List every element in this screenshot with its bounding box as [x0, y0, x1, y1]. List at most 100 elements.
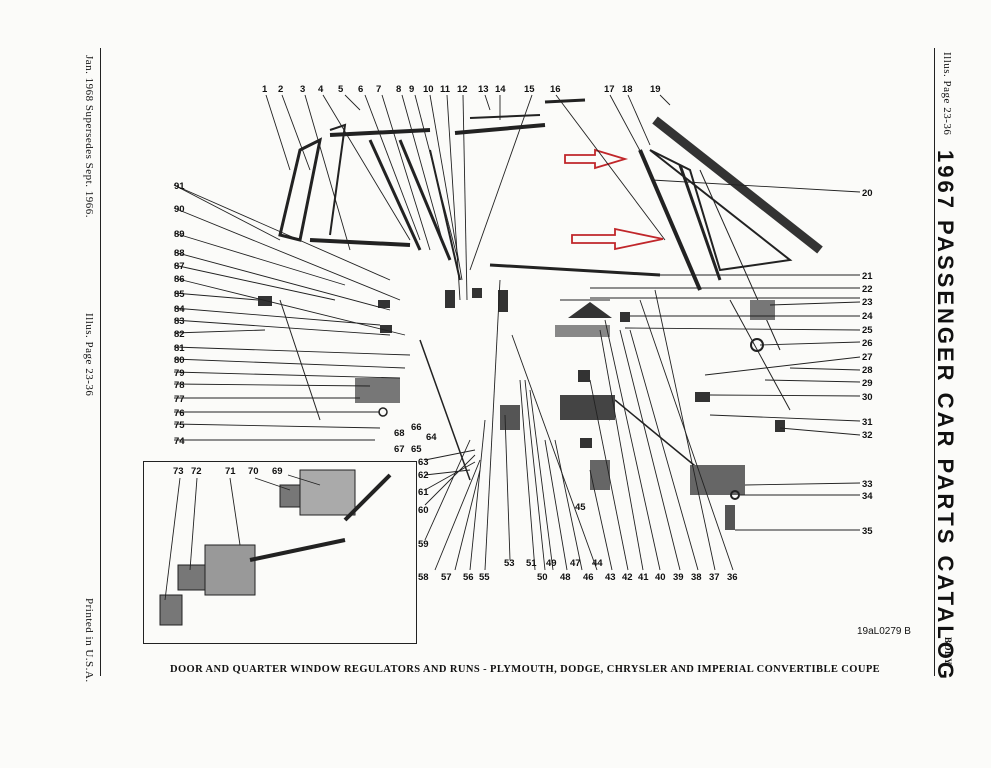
svg-text:17: 17	[604, 84, 615, 95]
svg-text:83: 83	[174, 316, 185, 327]
svg-text:19: 19	[650, 84, 661, 95]
svg-text:76: 76	[174, 408, 185, 419]
svg-text:44: 44	[592, 558, 603, 569]
svg-text:88: 88	[174, 248, 185, 259]
svg-text:80: 80	[174, 355, 185, 366]
svg-text:12: 12	[457, 84, 468, 95]
svg-text:81: 81	[174, 343, 185, 354]
svg-text:22: 22	[862, 284, 873, 295]
svg-text:51: 51	[526, 558, 537, 569]
svg-text:49: 49	[546, 558, 557, 569]
svg-text:37: 37	[709, 572, 720, 583]
svg-text:72: 72	[191, 466, 202, 477]
svg-text:36: 36	[727, 572, 738, 583]
svg-text:82: 82	[174, 329, 185, 340]
svg-text:62: 62	[418, 470, 429, 481]
svg-text:71: 71	[225, 466, 236, 477]
svg-text:10: 10	[423, 84, 434, 95]
svg-text:11: 11	[440, 84, 451, 95]
svg-text:78: 78	[174, 380, 185, 391]
door-glass-run-part	[278, 137, 323, 242]
svg-text:50: 50	[537, 572, 548, 583]
svg-text:20: 20	[862, 188, 873, 199]
svg-text:89: 89	[174, 229, 185, 240]
right-margin-rule	[934, 48, 935, 676]
red-arrow-icon	[564, 148, 664, 251]
svg-text:13: 13	[478, 84, 489, 95]
svg-text:3: 3	[300, 84, 305, 95]
svg-text:70: 70	[248, 466, 259, 477]
svg-text:53: 53	[504, 558, 515, 569]
regulator-plate-part	[560, 395, 615, 420]
svg-text:29: 29	[862, 378, 873, 389]
left-margin-rule	[100, 48, 101, 676]
figure-caption: DOOR AND QUARTER WINDOW REGULATORS AND R…	[170, 664, 881, 675]
svg-text:86: 86	[174, 274, 185, 285]
callout-number: 1	[262, 84, 268, 95]
callout-numbers: 1 2 3 4 5 6 7 8 9 10 11 12 13 14 15 16 1…	[173, 84, 873, 583]
drawing-id-label: 19aL0279 B	[857, 626, 911, 637]
svg-text:55: 55	[479, 572, 490, 583]
svg-text:69: 69	[272, 466, 283, 477]
quarter-window-frame-part	[649, 149, 793, 272]
svg-text:91: 91	[174, 181, 185, 192]
svg-text:66: 66	[411, 422, 422, 433]
svg-text:48: 48	[560, 572, 571, 583]
svg-text:42: 42	[622, 572, 633, 583]
svg-text:27: 27	[862, 352, 873, 363]
svg-text:25: 25	[862, 325, 873, 336]
svg-text:35: 35	[862, 526, 873, 537]
svg-text:57: 57	[441, 572, 452, 583]
svg-text:26: 26	[862, 338, 873, 349]
svg-text:38: 38	[691, 572, 702, 583]
svg-text:46: 46	[583, 572, 594, 583]
svg-text:9: 9	[409, 84, 414, 95]
svg-text:79: 79	[174, 368, 185, 379]
svg-text:23: 23	[862, 297, 873, 308]
svg-text:47: 47	[570, 558, 581, 569]
svg-text:68: 68	[394, 428, 405, 439]
small-bracket-part	[258, 296, 272, 306]
svg-text:87: 87	[174, 261, 185, 272]
svg-text:7: 7	[376, 84, 381, 95]
svg-text:67: 67	[394, 444, 405, 455]
svg-text:74: 74	[174, 436, 185, 447]
inset-motor-part	[159, 594, 183, 626]
svg-text:33: 33	[862, 479, 873, 490]
inset-power-regulator-box	[143, 461, 417, 644]
svg-text:8: 8	[396, 84, 401, 95]
svg-text:6: 6	[358, 84, 363, 95]
svg-text:28: 28	[862, 365, 873, 376]
svg-text:60: 60	[418, 505, 429, 516]
svg-text:58: 58	[418, 572, 429, 583]
svg-text:84: 84	[174, 304, 185, 315]
svg-text:75: 75	[174, 420, 185, 431]
svg-text:4: 4	[318, 84, 324, 95]
svg-text:90: 90	[174, 204, 185, 215]
triangular-bracket-part	[568, 302, 612, 318]
svg-text:34: 34	[862, 491, 873, 502]
lower-regulator-part	[690, 465, 745, 495]
svg-text:15: 15	[524, 84, 535, 95]
svg-text:16: 16	[550, 84, 561, 95]
svg-text:43: 43	[605, 572, 616, 583]
svg-text:41: 41	[638, 572, 649, 583]
svg-text:2: 2	[278, 84, 283, 95]
svg-text:21: 21	[862, 271, 873, 282]
svg-text:5: 5	[338, 84, 344, 95]
svg-text:39: 39	[673, 572, 684, 583]
svg-text:30: 30	[862, 392, 873, 403]
svg-text:14: 14	[495, 84, 506, 95]
svg-text:32: 32	[862, 430, 873, 441]
svg-text:61: 61	[418, 487, 429, 498]
svg-text:24: 24	[862, 311, 873, 322]
svg-text:59: 59	[418, 539, 429, 550]
svg-text:45: 45	[575, 502, 586, 513]
svg-text:63: 63	[418, 457, 429, 468]
svg-text:40: 40	[655, 572, 666, 583]
svg-text:85: 85	[174, 289, 185, 300]
svg-text:31: 31	[862, 417, 873, 428]
svg-text:18: 18	[622, 84, 633, 95]
svg-text:64: 64	[426, 432, 437, 443]
